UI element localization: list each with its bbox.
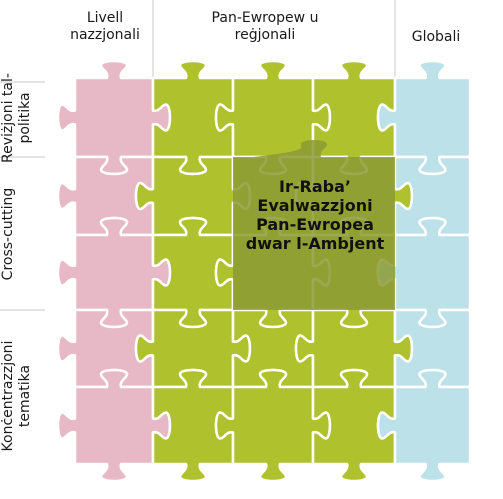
center-title: Ir-Raba’ Evalwazzjoni Pan-Ewropea dwar l… [245,177,385,253]
highlight-region [233,140,395,310]
puzzle-piece [376,368,472,483]
column-header-national: Livell nazzjonali [70,10,140,43]
assessment-highlight [233,140,395,310]
row-header-thematic: Konċentrazzjoni tematika [0,340,33,452]
column-header-paneuropean: Pan-Ewropew u reġjonali [211,10,319,43]
row-header-cross-cutting: Cross-cutting [0,187,16,281]
column-header-global: Globali [411,29,461,45]
